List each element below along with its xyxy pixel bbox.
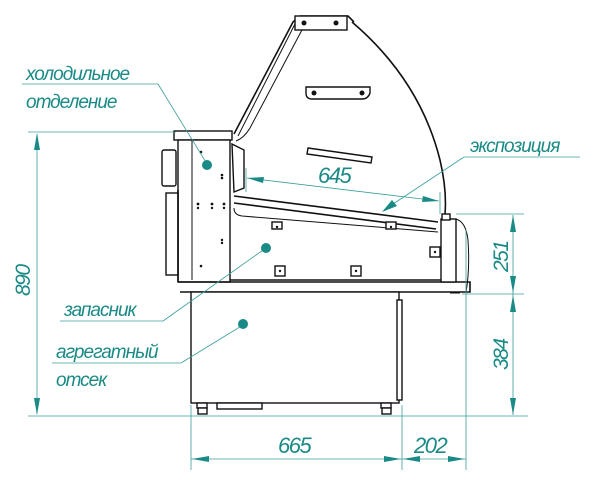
dim-total-height: 890: [12, 264, 35, 296]
dim-display-depth: 645: [318, 163, 352, 188]
label-exposition: экспозиция: [470, 136, 560, 157]
display-case-body: [161, 15, 471, 415]
dimension-values: 890 645 251 384 665 202: [12, 163, 513, 458]
label-cold-compartment-2: отделение: [26, 92, 117, 113]
label-unit-compartment-1: агрегатный: [56, 342, 159, 363]
label-storage: запасник: [63, 300, 138, 321]
dim-upper-height: 251: [490, 241, 513, 273]
dimension-lines: [22, 83, 580, 470]
dim-lower-height: 384: [490, 339, 513, 370]
compartment-labels: холодильное отделение экспозиция запасни…: [25, 64, 561, 391]
label-cold-compartment-1: холодильное: [25, 64, 130, 85]
foot-left: [196, 402, 208, 415]
dim-front-overhang: 202: [413, 433, 447, 458]
dim-base-width: 665: [278, 433, 312, 458]
foot-right: [380, 402, 392, 415]
label-unit-compartment-2: отсек: [56, 370, 108, 391]
